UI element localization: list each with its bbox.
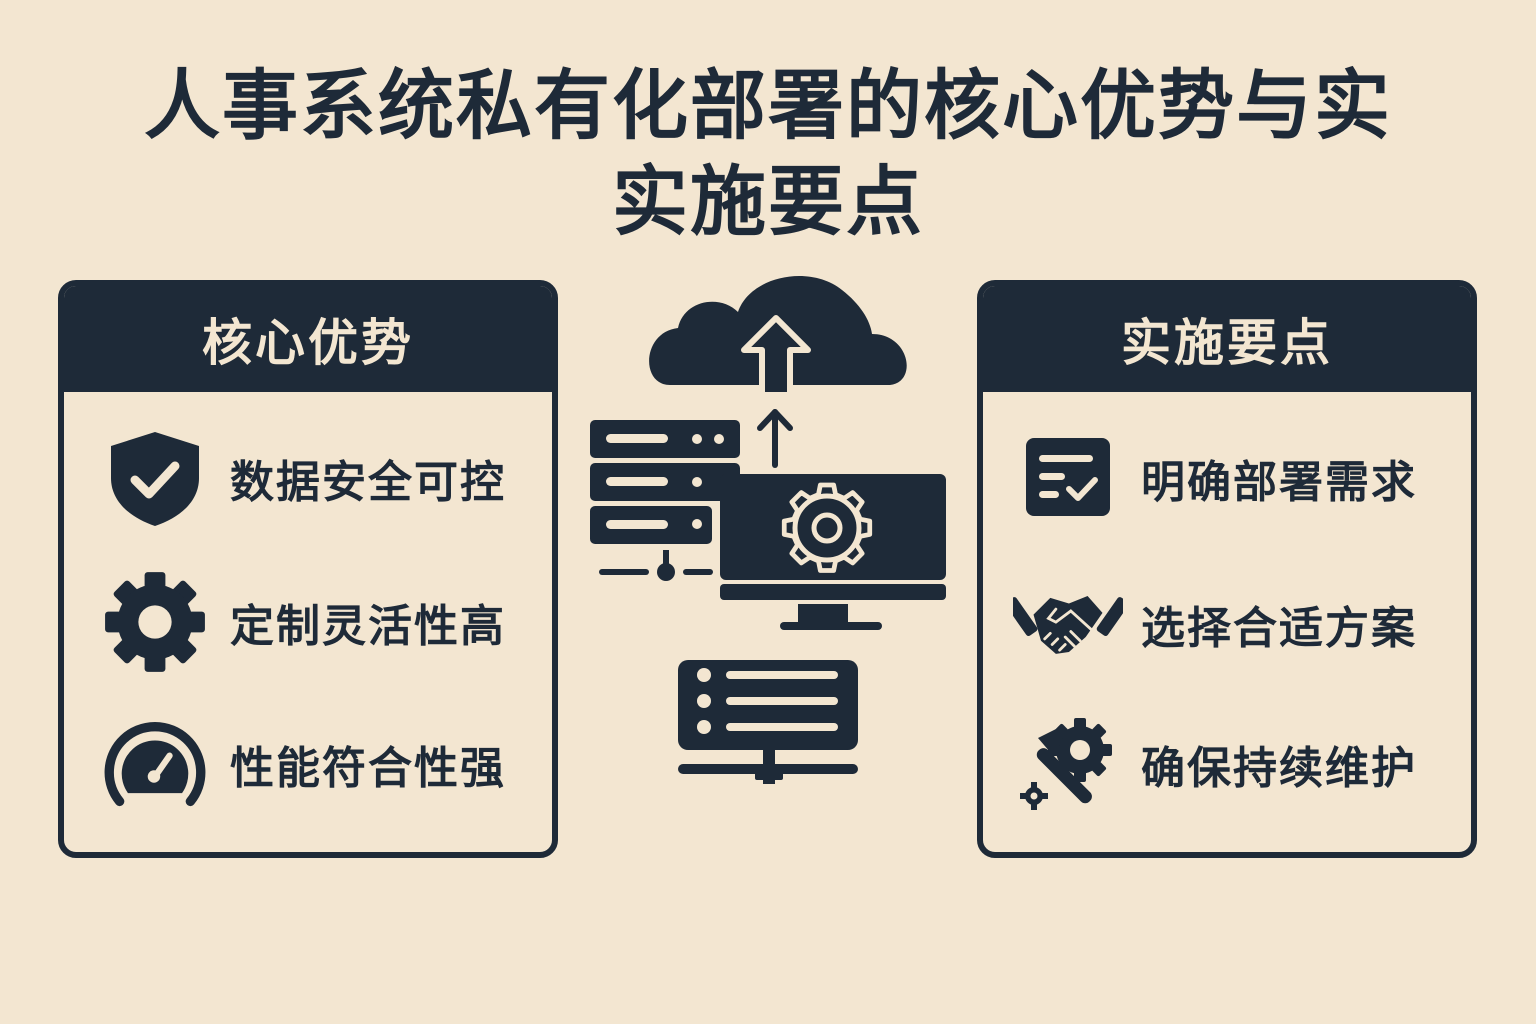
point-item-maintenance: 确保持续维护	[983, 704, 1471, 824]
up-arrow-icon	[757, 409, 793, 468]
advantage-label: 数据安全可控	[230, 457, 506, 508]
checklist-icon	[1013, 423, 1123, 533]
advantage-item-customization: 定制灵活性高	[64, 562, 552, 682]
advantage-item-data-security: 数据安全可控	[64, 418, 552, 538]
wrench-gear-icon	[1013, 709, 1123, 819]
implementation-points-panel: 实施要点 明确部署需求	[977, 280, 1477, 858]
gear-icon	[100, 567, 210, 677]
shield-check-icon	[100, 423, 210, 533]
point-item-solution: 选择合适方案	[983, 564, 1471, 684]
title-line-1: 人事系统私有化部署的核心优势与实	[144, 61, 1392, 150]
monitor-gear-icon	[720, 474, 946, 630]
page-title: 人事系统私有化部署的核心优势与实 实施要点	[0, 58, 1536, 250]
core-advantages-header: 核心优势	[64, 286, 552, 392]
deployment-illustration	[580, 270, 960, 990]
point-item-requirements: 明确部署需求	[983, 418, 1471, 538]
point-label: 确保持续维护	[1141, 743, 1417, 794]
advantage-label: 性能符合性强	[230, 743, 506, 794]
advantage-label: 定制灵活性高	[230, 601, 506, 652]
point-label: 明确部署需求	[1141, 457, 1417, 508]
title-line-2: 实施要点	[612, 157, 924, 246]
handshake-icon	[1013, 569, 1123, 679]
core-advantages-panel: 核心优势 数据安全可控	[58, 280, 558, 858]
implementation-points-header: 实施要点	[983, 286, 1471, 392]
point-label: 选择合适方案	[1141, 603, 1417, 654]
network-server-icon	[678, 660, 858, 784]
cloud-upload-icon	[649, 276, 907, 392]
advantage-item-performance: 性能符合性强	[64, 704, 552, 824]
speedometer-icon	[100, 709, 210, 819]
server-rack-icon	[590, 420, 740, 581]
